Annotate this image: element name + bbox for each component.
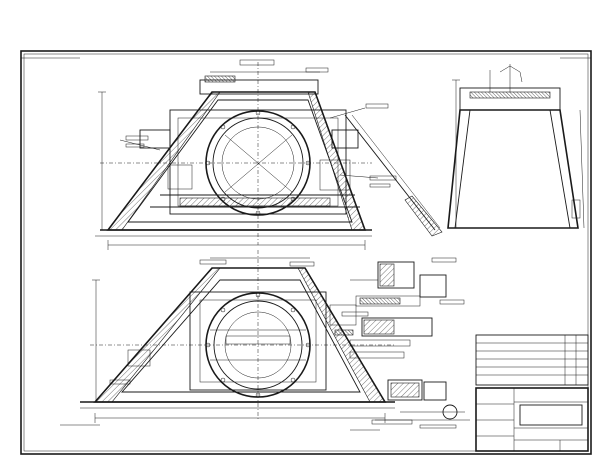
side-elevation-view bbox=[447, 64, 585, 229]
bottom-margin-marks bbox=[60, 424, 380, 431]
bottom-plan-view bbox=[80, 250, 395, 423]
detail-views bbox=[349, 257, 470, 429]
title-block bbox=[475, 387, 589, 452]
revision-block bbox=[475, 334, 589, 386]
top-plan-view bbox=[95, 59, 443, 250]
